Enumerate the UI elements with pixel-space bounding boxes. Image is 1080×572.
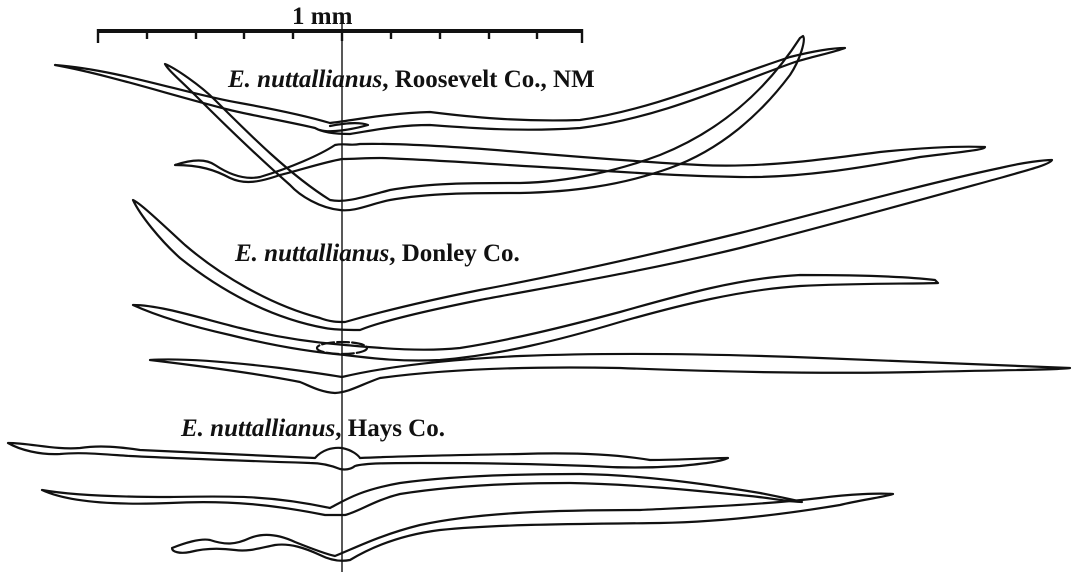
scale-bar-label: 1 mm [292,3,353,30]
donley-outlines [131,158,1072,395]
scale-bar [96,29,584,43]
taxon-name: E. nuttallianus [228,66,383,93]
specimen-label-hays: E. nuttallianus, Hays Co. [181,416,445,441]
locality: Hays Co. [341,415,445,442]
specimen-label-donley: E. nuttallianus, Donley Co. [235,241,520,266]
hays-outlines [6,441,895,562]
taxon-name: E. nuttallianus [181,415,336,442]
roosevelt-outlines [53,34,987,212]
separator: , [335,415,342,442]
taxon-name: E. nuttallianus [235,240,390,267]
separator: , [382,66,389,93]
locality: Roosevelt Co., NM [388,66,595,93]
locality: Donley Co. [395,240,520,267]
specimen-label-roosevelt: E. nuttallianus, Roosevelt Co., NM [228,67,595,92]
separator: , [389,240,396,267]
